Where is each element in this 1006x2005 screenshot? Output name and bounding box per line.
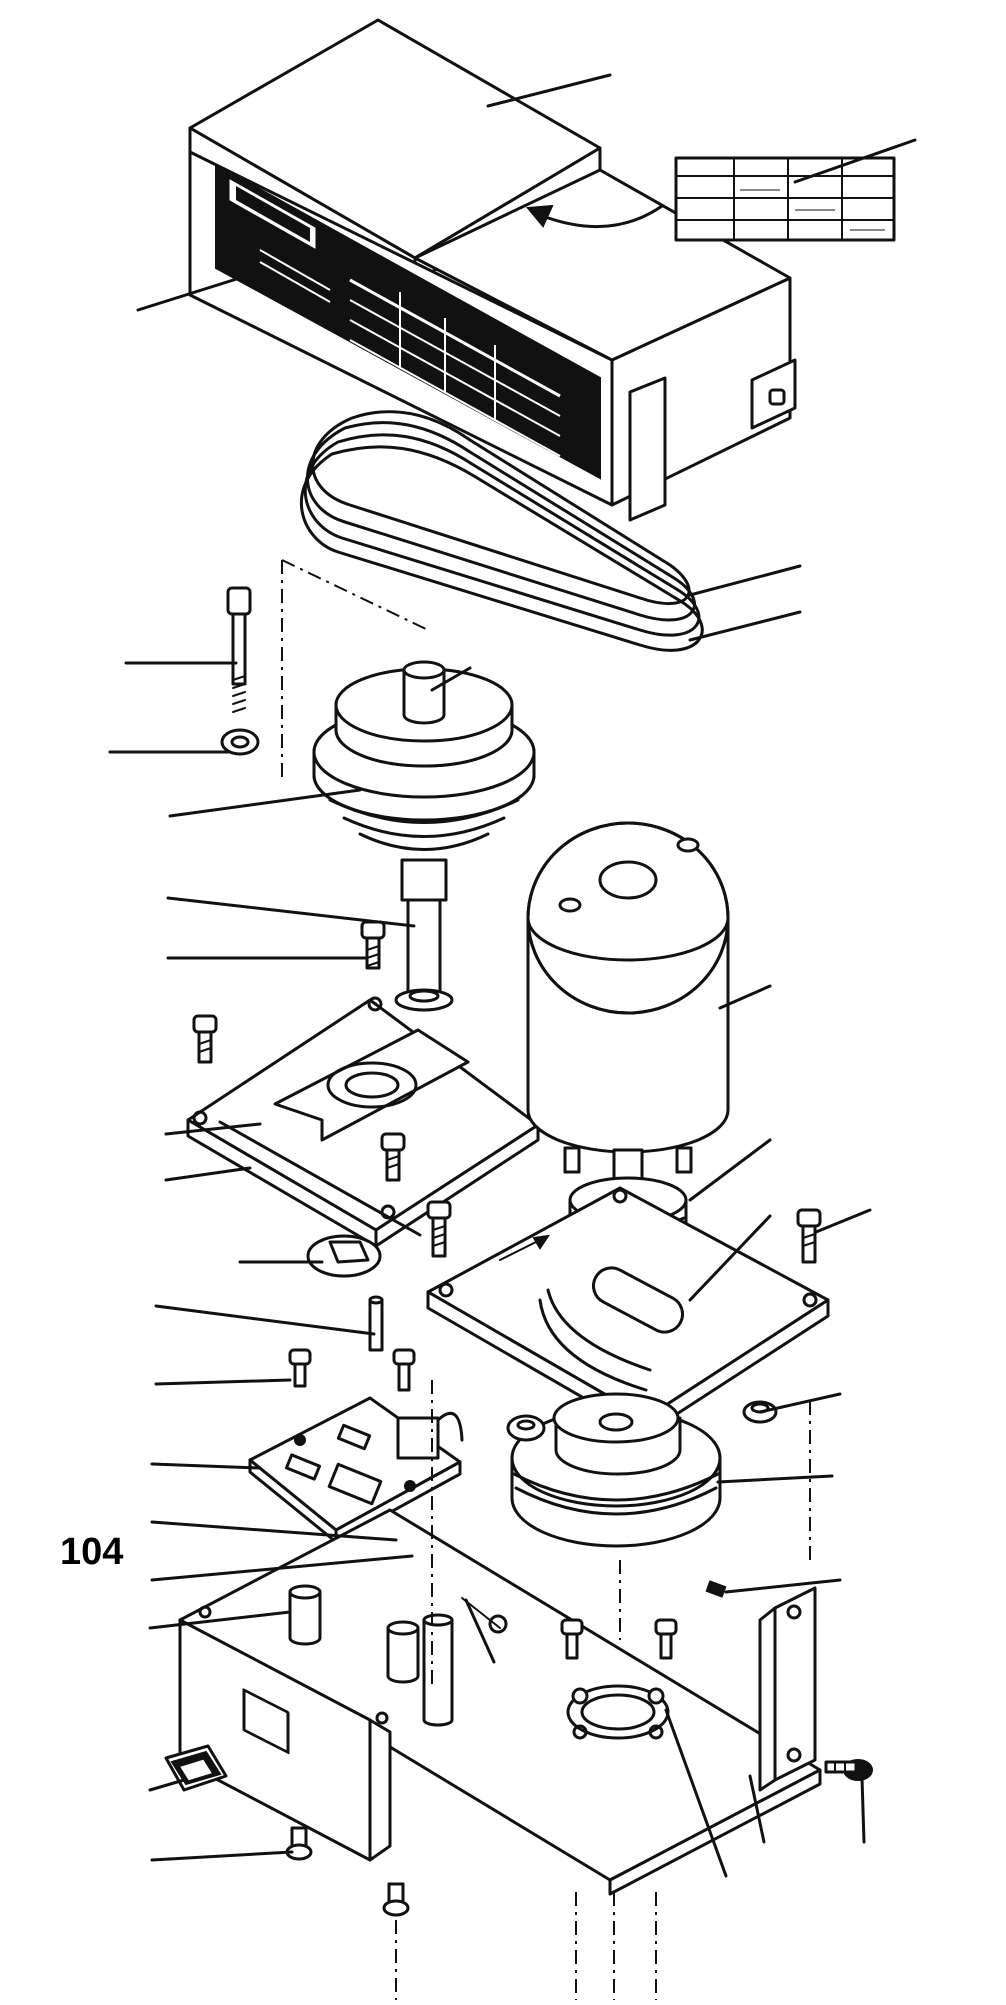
plate-screw-right <box>796 1208 822 1264</box>
lower-pulley <box>510 1392 722 1548</box>
left-mounting-plate <box>186 996 540 1248</box>
arrow-icon <box>526 204 664 229</box>
motor-plate <box>426 1186 830 1436</box>
base-screw-2 <box>654 1618 678 1660</box>
board-screw-2 <box>392 1348 416 1392</box>
flange-nut <box>506 1414 546 1442</box>
board-screw-1 <box>288 1348 312 1388</box>
base-housing <box>178 1508 822 1896</box>
pulley-shaft <box>394 858 454 1012</box>
washer <box>220 728 260 756</box>
long-bolt <box>226 586 252 713</box>
knob <box>824 1759 873 1781</box>
cam-disc <box>306 1234 382 1278</box>
set-screw <box>705 1580 727 1598</box>
motor <box>526 821 730 1194</box>
top-pulley <box>312 660 536 851</box>
leader-lines <box>108 73 917 1878</box>
foot-screw-2 <box>382 1882 410 1917</box>
small-screw-2 <box>192 1014 218 1064</box>
foot-screw-1 <box>285 1826 313 1861</box>
small-screw-3 <box>380 1132 406 1182</box>
label-card <box>674 156 896 242</box>
grommet <box>164 1744 228 1792</box>
instruction-panel <box>215 163 601 480</box>
drive-belt <box>300 410 704 652</box>
small-screw-1 <box>360 920 386 970</box>
base-screw-1 <box>560 1618 584 1660</box>
callout-104: 104 <box>60 1531 124 1573</box>
pin <box>368 1295 384 1352</box>
plate-screw-left <box>426 1200 452 1258</box>
circuit-board <box>248 1396 464 1556</box>
